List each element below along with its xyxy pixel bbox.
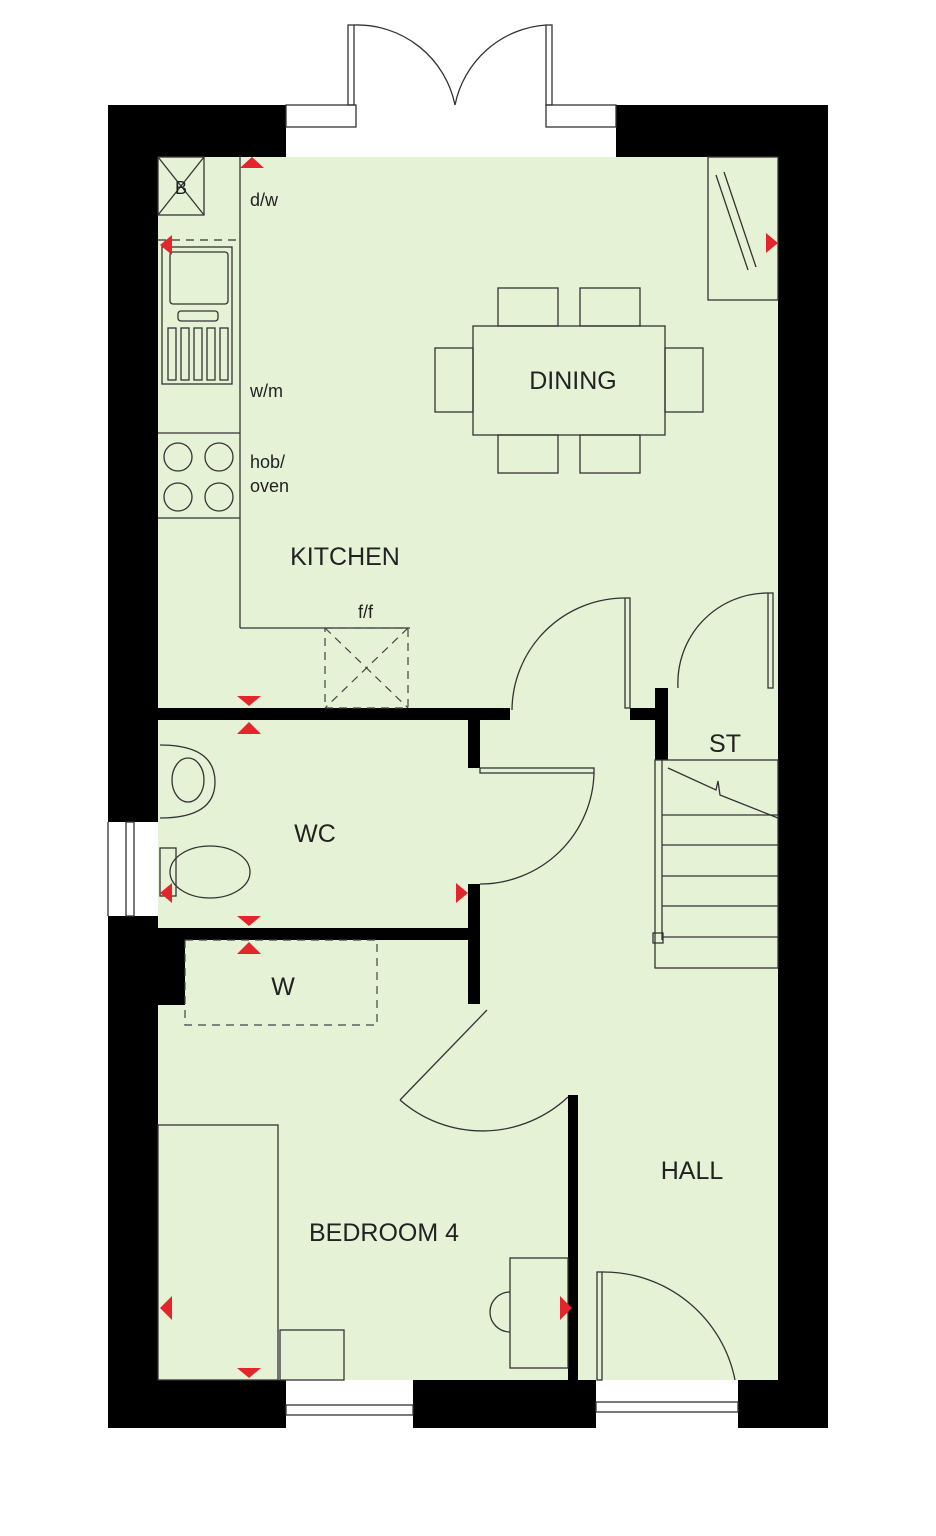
front-door-opening [596,1380,738,1428]
staircase [652,759,779,969]
bedroom-door[interactable] [399,1009,569,1132]
dining-table [434,287,704,474]
room-label-wardrobe: W [271,973,295,1001]
front-door[interactable] [596,1271,736,1381]
boiler-label: B [175,178,187,198]
bedroom-window [286,1380,413,1428]
washing-machine-label: w/m [249,381,283,401]
room-label-bedroom: BEDROOM 4 [309,1219,459,1247]
kitchen-door[interactable] [511,597,631,711]
room-label-kitchen: KITCHEN [290,543,400,571]
wardrobe [184,939,378,1026]
wc-fixtures [159,744,251,899]
oven-label: oven [250,476,289,496]
store-door[interactable] [677,592,774,689]
french-door-opening [286,105,616,157]
fridge-freezer-label: f/f [358,602,374,622]
french-doors[interactable] [347,24,553,106]
room-label-store: ST [709,730,741,758]
wc-door[interactable] [479,767,595,885]
room-label-hall: HALL [661,1157,724,1185]
interior-walls [158,688,668,1380]
room-label-wc: WC [294,820,336,848]
room-label-dining: DINING [529,367,617,395]
markers [160,157,778,1378]
floor-area [158,157,778,1380]
bedroom-furniture [157,1124,569,1381]
dishwasher-label: d/w [250,190,279,210]
wc-window [108,822,158,916]
hob-label: hob/ [250,452,285,472]
kitchen-counter [157,156,779,709]
